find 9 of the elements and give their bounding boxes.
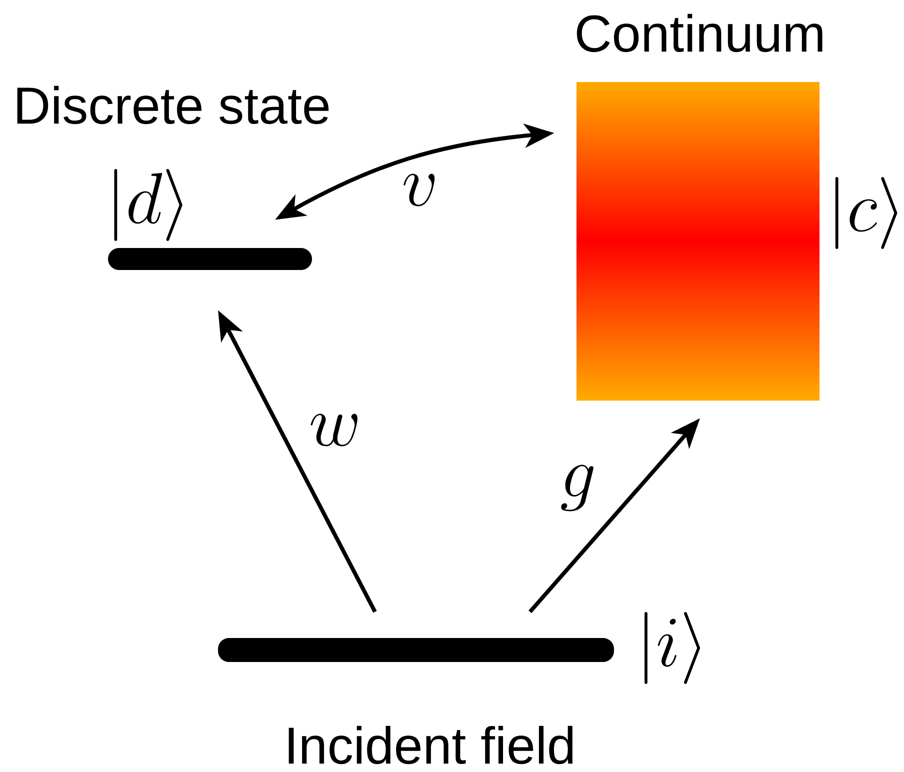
edge-label: $g$ [558, 464, 598, 512]
caption-label: Incident field [288, 726, 573, 764]
state-label: $|d\rangle$ [114, 169, 182, 241]
edge-label: $w$ [308, 414, 362, 446]
state-label: $|i\rangle$ [644, 612, 700, 684]
edge-label: $v$ [400, 174, 440, 206]
heading-label: Continuum [576, 14, 822, 52]
state-label: $|c\rangle$ [835, 177, 898, 249]
heading-label: Discrete state [17, 86, 329, 124]
